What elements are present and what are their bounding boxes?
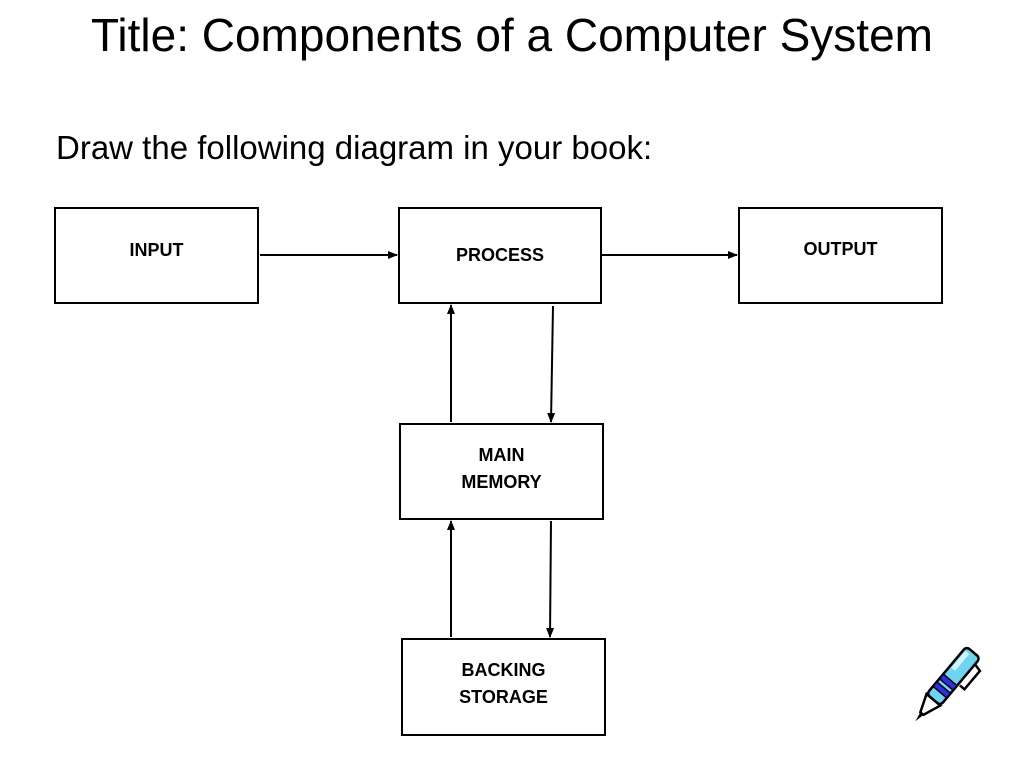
main-memory-box: MAIN MEMORY (399, 423, 604, 520)
input-label: INPUT (129, 240, 184, 260)
arrow-memory-to-storage (546, 520, 555, 638)
main-memory-label-line-1: MAIN (478, 445, 525, 465)
process-label: PROCESS (455, 245, 545, 265)
pen-icon (915, 646, 982, 722)
input-box: INPUT (54, 207, 259, 304)
backing-storage-label-line-1: BACKING (461, 660, 546, 680)
process-box: PROCESS (398, 207, 602, 304)
main-memory-label-line-2: MEMORY (461, 472, 542, 492)
backing-storage-box: BACKING STORAGE (401, 638, 606, 736)
slide-title: Title: Components of a Computer System (91, 9, 933, 61)
output-label: OUTPUT (803, 239, 878, 259)
output-box: OUTPUT (738, 207, 943, 304)
backing-storage-label-line-2: STORAGE (459, 687, 548, 707)
arrow-process-to-memory (547, 305, 556, 423)
instruction-text: Draw the following diagram in your book: (56, 129, 653, 166)
